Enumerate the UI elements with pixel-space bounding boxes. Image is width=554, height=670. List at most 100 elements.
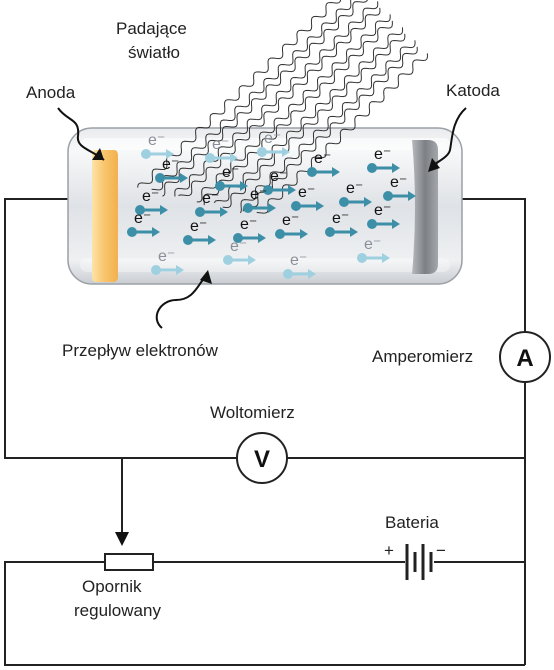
electron-arrow-icon [300,229,308,239]
light-wave [196,14,391,203]
electron-dot [151,265,161,275]
electron: e⁻ [263,168,296,195]
electron-symbol: e⁻ [282,212,299,229]
electron-dot [307,167,317,177]
electron-symbol: e⁻ [190,218,207,235]
electron-arrow-icon [268,203,276,213]
electron-arrow-icon [166,149,174,159]
electron: e⁻ [151,248,184,275]
electron-symbol: e⁻ [212,136,229,153]
electron: e⁻ [155,156,188,183]
electron-arrow-icon [350,227,358,237]
electron-arrow-icon [220,207,228,217]
battery-plus-sign: + [384,541,394,560]
electron-arrow-icon [288,185,296,195]
anode-plate [92,150,118,282]
electron-arrow-icon [392,219,400,229]
electron: e⁻ [357,236,390,263]
light-wave [242,46,418,212]
electron-symbol: e⁻ [298,184,315,201]
electron-dot [223,255,233,265]
electron-arrow-icon [208,235,216,245]
electron: e⁻ [243,186,276,213]
electron: e⁻ [183,218,216,245]
electron-arrow-icon [408,191,416,201]
electron-arrow-icon [160,205,168,215]
electron-dot [205,153,215,163]
voltmeter-symbol: V [254,446,270,473]
electron: e⁻ [339,180,372,207]
electron-dot [257,147,267,157]
electron-arrow-icon [382,253,390,263]
electron-arrow-icon [364,197,372,207]
electron-arrow-icon [176,265,184,275]
electron-arrow-icon [316,201,324,211]
electron-symbol: e⁻ [270,168,287,185]
electron: e⁻ [283,252,316,279]
light-wave [256,53,429,214]
electron-symbol: e⁻ [314,150,331,167]
electron-symbol: e⁻ [230,238,247,255]
electron-dot [291,201,301,211]
electron-arrow-icon [240,181,248,191]
electron: e⁻ [383,174,416,201]
electron-dot [243,203,253,213]
electron-symbol: e⁻ [240,216,257,233]
electron-symbol: e⁻ [374,202,391,219]
electron-symbol: e⁻ [162,156,179,173]
electron-dot [195,207,205,217]
electron-symbol: e⁻ [346,180,363,197]
electron-arrow-icon [392,163,400,173]
electron: e⁻ [325,210,358,237]
electron-dot [367,163,377,173]
electron: e⁻ [127,210,160,237]
electron-symbol: e⁻ [250,186,267,203]
light-wave [178,7,381,197]
electron-flow-label: Przepływ elektronów [62,341,219,360]
electron-arrow-icon [308,269,316,279]
incident-light-label-line1: Padające [116,19,187,38]
electron-dot [275,229,285,239]
cathode-pointer-arrowhead-icon [428,158,440,172]
electron-dot [383,191,393,201]
electron-symbol: e⁻ [222,164,239,181]
electron-symbol: e⁻ [332,210,349,227]
light-wave [213,27,404,204]
electron-dot [155,173,165,183]
electron-flow-pointer-arrowhead-icon [200,270,212,284]
voltmeter: V [236,432,288,484]
electron-arrow-icon [180,173,188,183]
anode-label: Anoda [26,83,76,102]
electron-dot [135,205,145,215]
electron: e⁻ [257,130,290,157]
electron: e⁻ [205,136,238,163]
electron-dot [141,149,151,159]
electron-dot [127,227,137,237]
electron: e⁻ [367,146,400,173]
light-wave [174,1,379,197]
battery-minus-sign: − [436,541,446,560]
circuit-wires [4,198,526,666]
electron: e⁻ [135,188,168,215]
incident-light-waves [137,0,429,214]
electron-dot [367,219,377,229]
electron: e⁻ [291,184,324,211]
electron-symbol: e⁻ [158,248,175,265]
electron-symbol: e⁻ [264,130,281,147]
electron-dot [339,197,349,207]
anode-pointer-arrowhead-icon [92,148,104,160]
electron-arrow-icon [248,255,256,265]
cathode-label: Katoda [446,81,500,100]
electron-dot [215,181,225,191]
light-wave [151,0,352,191]
ammeter-label: Amperomierz [372,347,473,366]
electron-dot [183,235,193,245]
ammeter: A [499,331,551,383]
light-wave [162,0,368,197]
resistor-label-line2: regulowany [74,601,161,620]
electron-arrow-icon [152,227,160,237]
label-pointers [57,107,467,329]
electron: e⁻ [141,132,174,159]
